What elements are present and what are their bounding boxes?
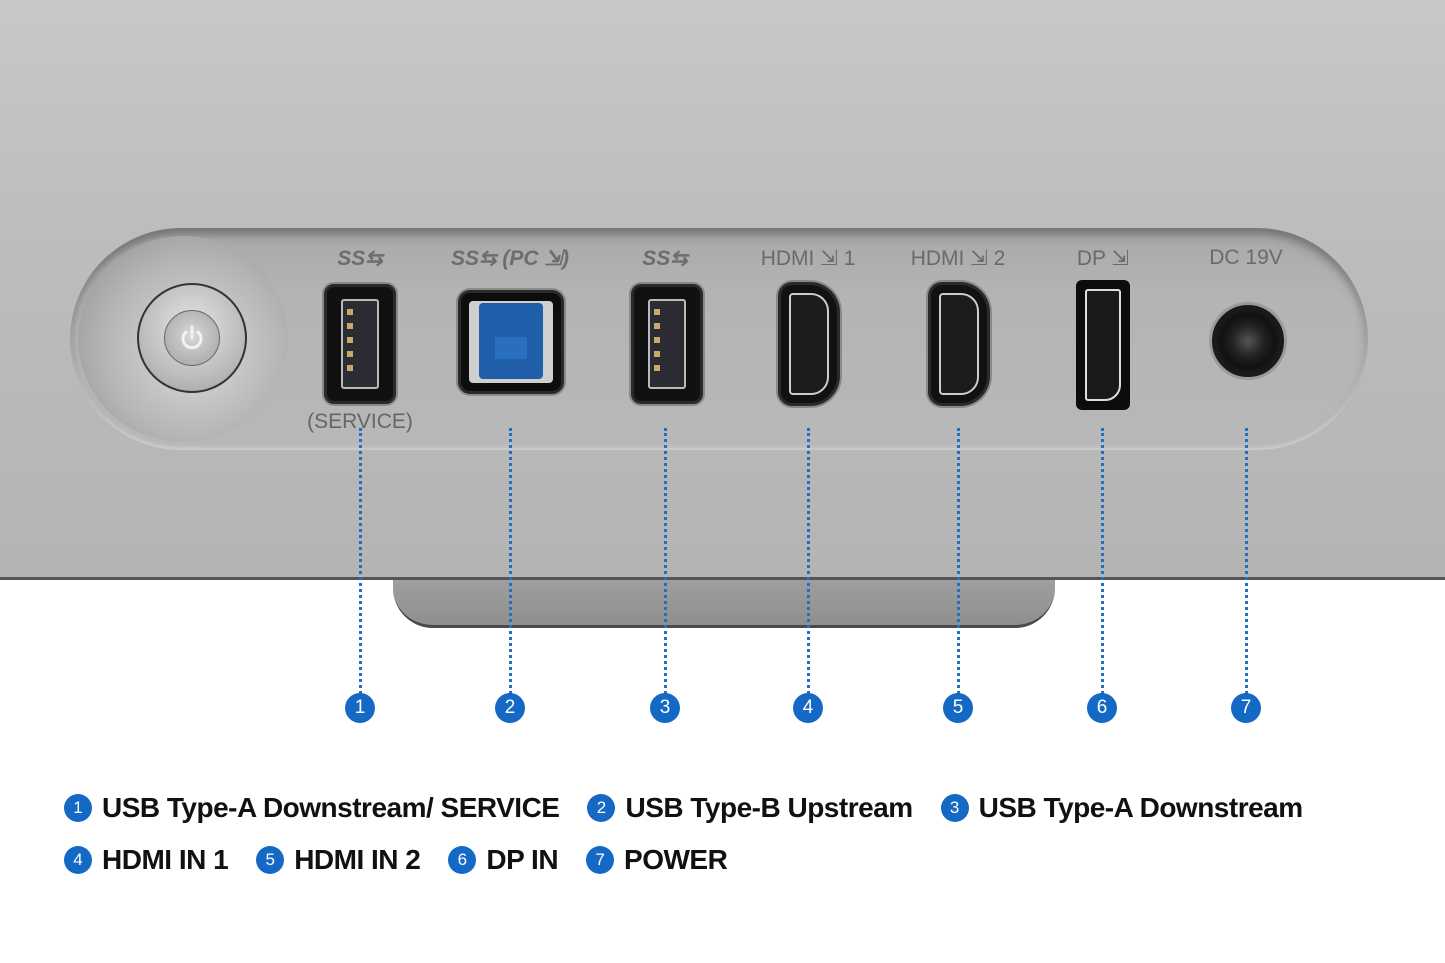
callout-1: 1 <box>345 693 375 723</box>
callout-5: 5 <box>943 693 973 723</box>
power-icon <box>164 310 220 366</box>
legend-label: HDMI IN 1 <box>102 844 229 875</box>
legend-item: 3 USB Type-A Downstream <box>940 792 1304 824</box>
usb-b-upstream-port[interactable] <box>458 290 564 394</box>
legend-row-1: 1 USB Type-A Downstream/ SERVICE 2 USB T… <box>64 782 1331 834</box>
power-button[interactable] <box>137 283 247 393</box>
legend-number: 3 <box>940 794 969 822</box>
hdmi-1-port[interactable] <box>778 282 840 406</box>
legend-item: 4 HDMI IN 1 <box>64 844 229 876</box>
legend-number: 1 <box>64 794 92 822</box>
port-1-label: SS⇆ <box>337 247 383 270</box>
legend-number: 7 <box>586 846 615 874</box>
port-6-label: DP ⇲ <box>1076 247 1130 270</box>
legend-item: 2 USB Type-B Upstream <box>587 792 913 824</box>
port-2-label: SS⇆ (PC ⇲) <box>450 247 570 270</box>
hdmi-2-port[interactable] <box>928 282 990 406</box>
legend-number: 6 <box>448 846 477 874</box>
leader-line-7 <box>1245 428 1248 694</box>
port-3-label: SS⇆ <box>642 247 688 270</box>
legend-label: POWER <box>624 844 728 875</box>
leader-line-4 <box>807 428 810 694</box>
legend-label: DP IN <box>486 844 559 875</box>
usb-a-service-port[interactable] <box>324 284 396 404</box>
legend-row-2: 4 HDMI IN 1 5 HDMI IN 2 6 DP IN 7 POWER <box>64 834 1331 886</box>
legend-number: 2 <box>587 794 616 822</box>
legend-item: 1 USB Type-A Downstream/ SERVICE <box>64 792 560 824</box>
port-4-label: HDMI ⇲ 1 <box>760 247 856 270</box>
callout-2: 2 <box>495 693 525 723</box>
port-5-label: HDMI ⇲ 2 <box>910 247 1006 270</box>
port-legend: 1 USB Type-A Downstream/ SERVICE 2 USB T… <box>64 782 1331 886</box>
leader-line-6 <box>1101 428 1104 694</box>
dc-power-port[interactable] <box>1212 305 1284 377</box>
legend-label: USB Type-B Upstream <box>625 792 913 823</box>
callout-6: 6 <box>1087 693 1117 723</box>
legend-label: USB Type-A Downstream <box>978 792 1304 823</box>
leader-line-2 <box>509 428 512 694</box>
legend-number: 4 <box>64 846 92 874</box>
callout-7: 7 <box>1231 693 1261 723</box>
leader-line-5 <box>957 428 960 694</box>
usb-a-downstream-port[interactable] <box>631 284 703 404</box>
port-1-sublabel: (SERVICE) <box>307 410 413 433</box>
legend-item: 6 DP IN <box>448 844 559 876</box>
legend-item: 5 HDMI IN 2 <box>256 844 421 876</box>
leader-line-1 <box>359 428 362 694</box>
displayport-port[interactable] <box>1076 280 1130 410</box>
leader-line-3 <box>664 428 667 694</box>
callout-4: 4 <box>793 693 823 723</box>
port-7-label: DC 19V <box>1209 246 1283 269</box>
legend-number: 5 <box>256 846 285 874</box>
legend-label: HDMI IN 2 <box>294 844 421 875</box>
legend-item: 7 POWER <box>586 844 728 876</box>
legend-label: USB Type-A Downstream/ SERVICE <box>102 792 560 823</box>
callout-3: 3 <box>650 693 680 723</box>
stand-base <box>393 580 1055 628</box>
